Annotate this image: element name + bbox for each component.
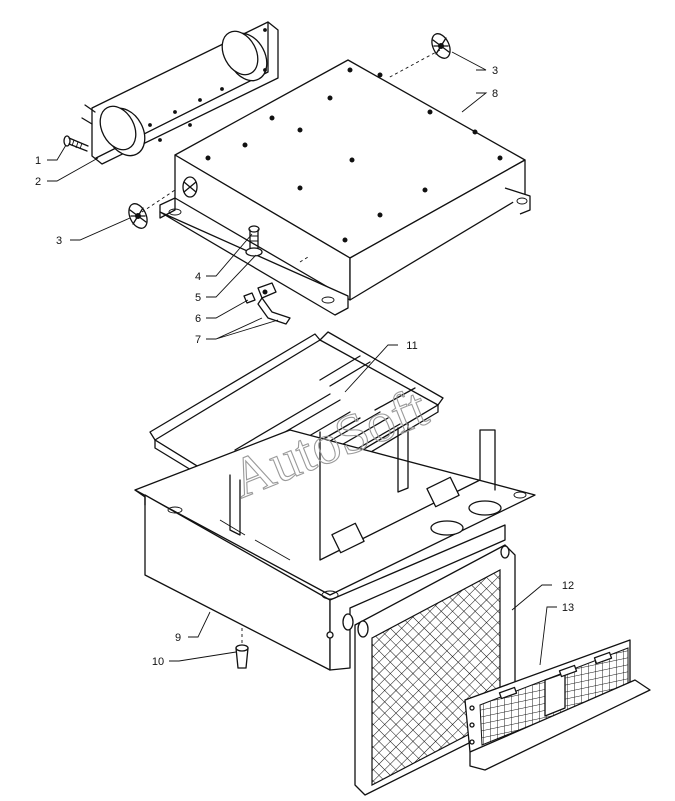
callout-2: 2 — [35, 176, 41, 188]
callout-13: 13 — [562, 602, 574, 614]
duct-plate — [81, 21, 279, 165]
callout-7: 7 — [195, 334, 201, 346]
callout-labels: 1 2 3 3 4 5 6 7 8 9 10 11 12 13 — [35, 65, 574, 668]
callout-6: 6 — [195, 313, 201, 325]
callout-11: 11 — [406, 340, 417, 352]
callout-10: 10 — [152, 656, 164, 668]
callout-1: 1 — [35, 155, 41, 167]
callout-4: 4 — [195, 271, 201, 283]
callout-9: 9 — [175, 632, 181, 644]
callout-8: 8 — [492, 88, 498, 100]
callout-3-left: 3 — [56, 235, 62, 247]
drain-plug — [235, 628, 249, 669]
latch — [243, 282, 291, 325]
cover-holes — [205, 67, 503, 243]
fan-top-leader-dash — [387, 49, 441, 79]
callout-12: 12 — [562, 580, 574, 592]
leader-lines — [47, 51, 557, 666]
bolt — [245, 225, 263, 257]
duct-plate-holes — [148, 28, 267, 142]
hole-dash — [299, 256, 309, 263]
fan-top-right — [431, 33, 451, 59]
callout-5: 5 — [195, 292, 201, 304]
lower-housing — [134, 423, 536, 671]
fan-left — [128, 203, 148, 229]
fan-left-dash — [141, 189, 176, 213]
filter-grille — [464, 639, 651, 771]
cover-housing — [159, 59, 531, 316]
screw — [63, 135, 89, 152]
callout-3-right: 3 — [492, 65, 498, 77]
side-fan-left — [182, 176, 198, 198]
